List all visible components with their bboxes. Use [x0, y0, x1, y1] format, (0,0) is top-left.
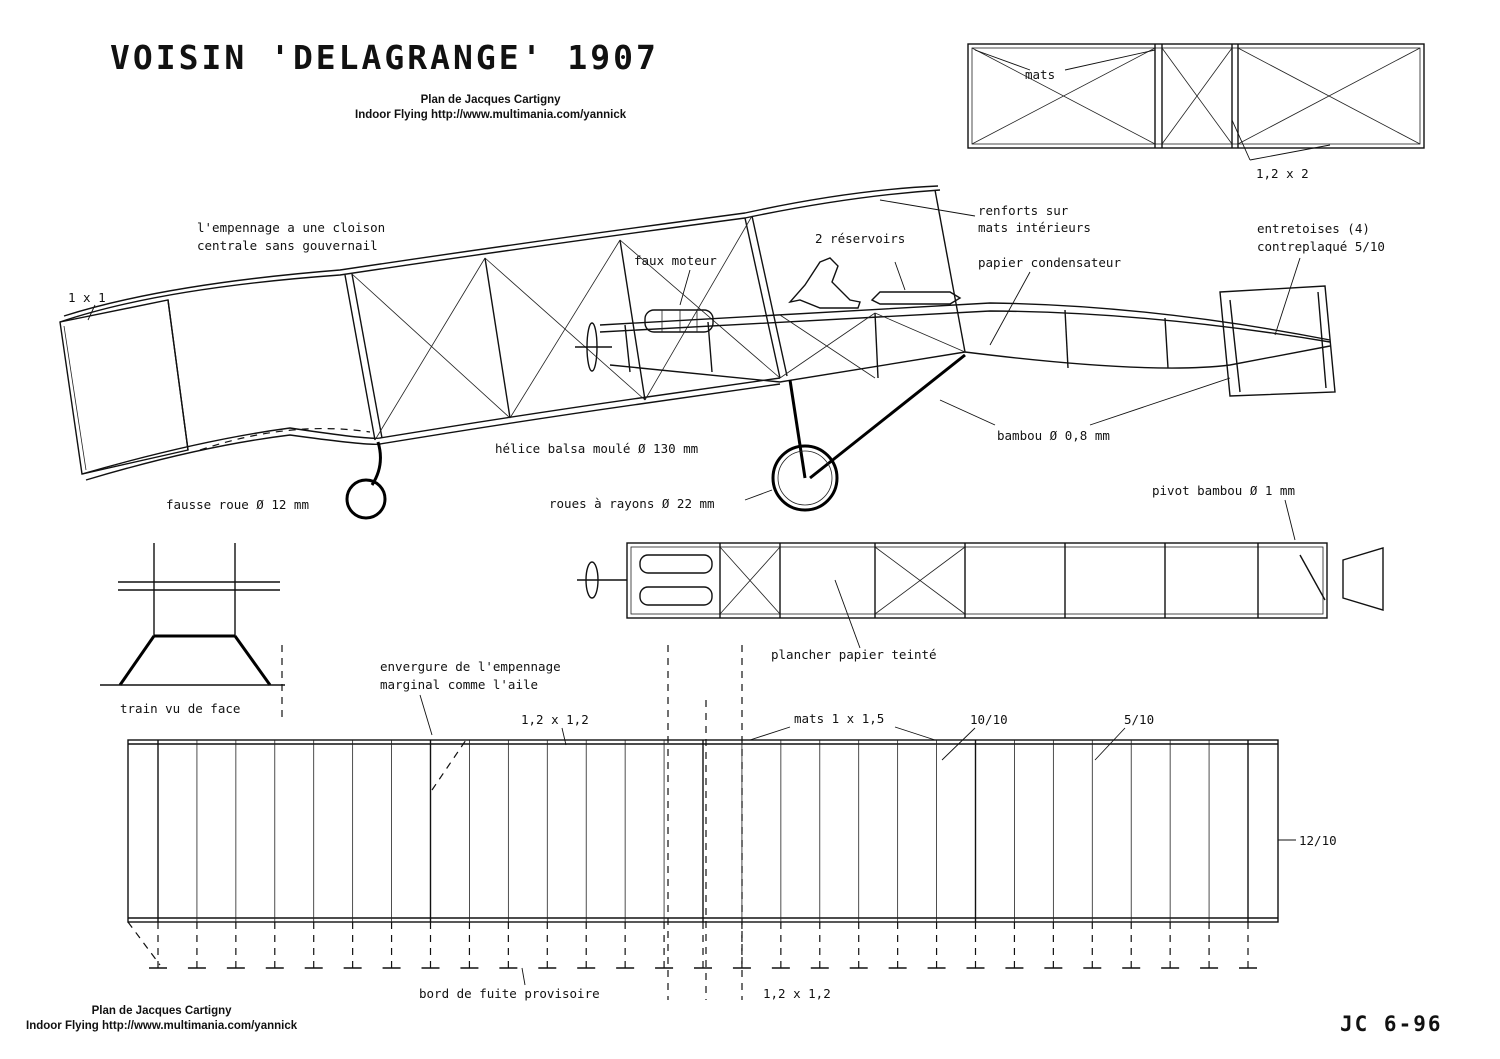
credit-bottom-line2: Indoor Flying http://www.multimania.com/… — [26, 1020, 298, 1032]
side-view — [59, 185, 1336, 520]
credit-top: Plan de Jacques Cartigny Indoor Flying h… — [355, 93, 626, 123]
drawing-stamp: JC 6-96 — [1340, 1012, 1443, 1036]
label-rib-10: 10/10 — [970, 712, 1008, 727]
label-bord-fuite: bord de fuite provisoire — [419, 986, 600, 1001]
label-bambou: bambou Ø 0,8 mm — [997, 428, 1110, 443]
label-strut-size: 1,2 x 2 — [1256, 166, 1309, 181]
label-fausse-roue: fausse roue Ø 12 mm — [166, 497, 309, 512]
label-plancher: plancher papier teinté — [771, 647, 937, 662]
label-mats-wing: mats 1 x 1,5 — [794, 711, 885, 726]
fuselage-plan — [577, 499, 1384, 649]
plan-title: VOISIN 'DELAGRANGE' 1907 — [110, 38, 659, 77]
credit-bottom-line1: Plan de Jacques Cartigny — [91, 1005, 232, 1017]
label-envergure-1: envergure de l'empennage — [380, 659, 561, 674]
label-pivot: pivot bambou Ø 1 mm — [1152, 483, 1295, 498]
label-entretoises-1: entretoises (4) — [1257, 221, 1370, 236]
label-entretoises-2: contreplaqué 5/10 — [1257, 239, 1385, 254]
label-faux-moteur: faux moteur — [634, 253, 717, 268]
credit-bottom: Plan de Jacques Cartigny Indoor Flying h… — [26, 1004, 297, 1034]
label-empennage-2: centrale sans gouvernail — [197, 238, 378, 253]
label-helice: hélice balsa moulé Ø 130 mm — [495, 441, 699, 456]
wing-plan — [127, 645, 1296, 1000]
label-papier-condensateur: papier condensateur — [978, 255, 1121, 270]
gear-front-view — [100, 543, 285, 722]
label-envergure-2: marginal comme l'aile — [380, 677, 539, 692]
label-edge-12: 12/10 — [1299, 833, 1337, 848]
label-roues: roues à rayons Ø 22 mm — [549, 496, 715, 511]
label-train: train vu de face — [120, 701, 241, 716]
label-wing-spar-size: 1,2 x 1,2 — [521, 712, 589, 727]
tail-cell-plan — [967, 43, 1425, 161]
label-renforts-2: mats intérieurs — [978, 220, 1091, 235]
label-empennage-1: l'empennage a une cloison — [197, 220, 386, 235]
label-renforts-1: renforts sur — [978, 203, 1069, 218]
label-mats: mats — [1025, 67, 1056, 82]
label-reservoirs: 2 réservoirs — [815, 231, 906, 246]
credit-top-line2: Indoor Flying http://www.multimania.com/… — [355, 109, 627, 121]
credit-top-line1: Plan de Jacques Cartigny — [420, 94, 561, 106]
label-rib-5: 5/10 — [1124, 712, 1155, 727]
label-tail-size: 1 x 1 — [68, 290, 106, 305]
label-trailing-size: 1,2 x 1,2 — [763, 986, 831, 1001]
